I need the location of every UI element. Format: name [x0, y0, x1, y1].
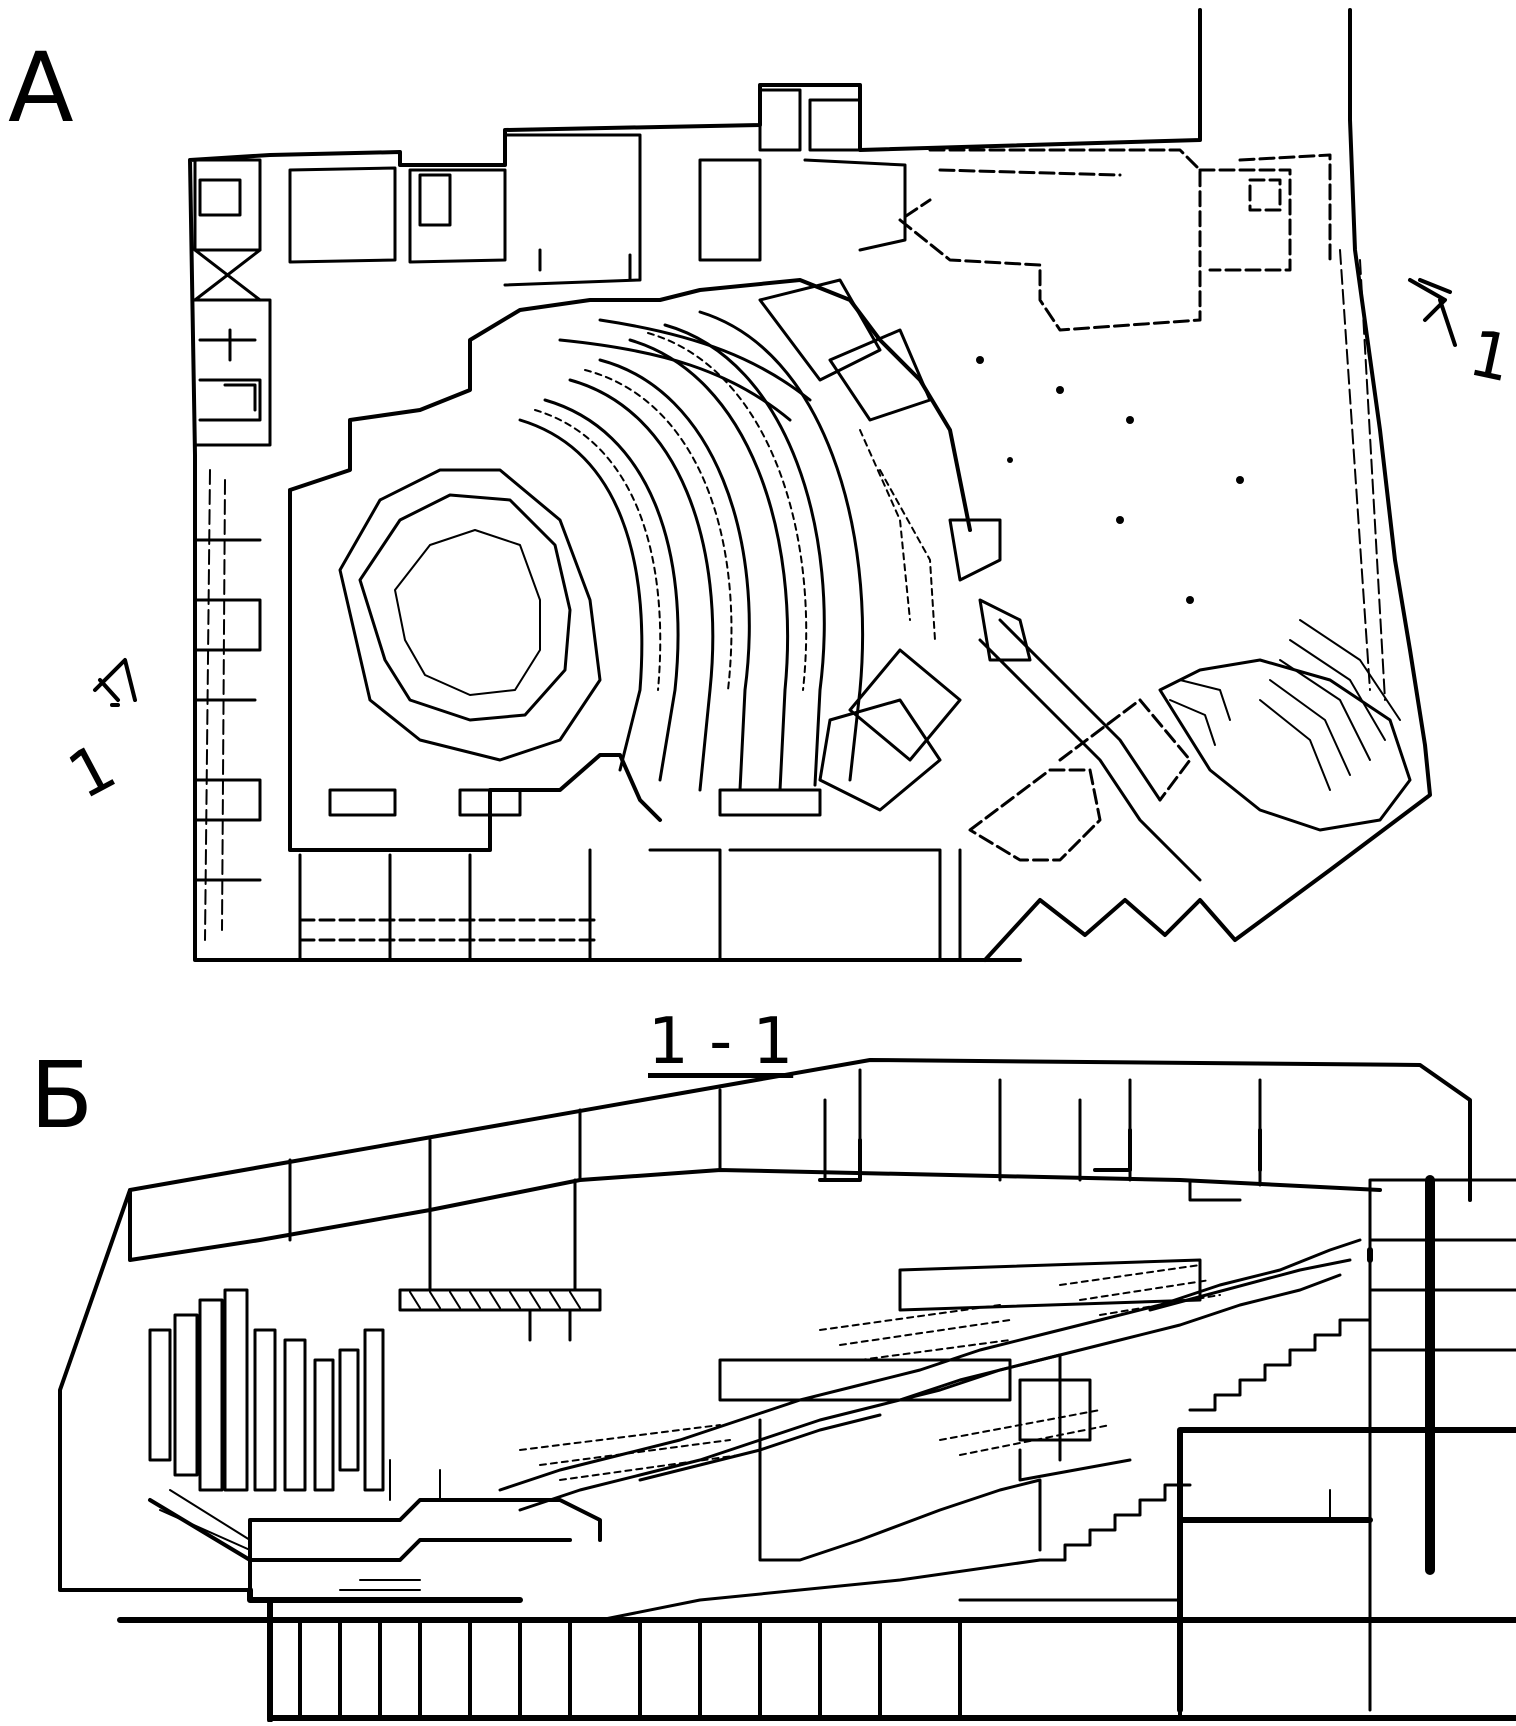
plan-seating-rows-minor: [534, 332, 936, 691]
section-lighting-bridge-detail: [409, 1291, 581, 1309]
section-rear-stairs: [1038, 1318, 1372, 1562]
plan-rooms-left: [193, 298, 272, 882]
plan-hall-wall: [288, 278, 972, 852]
panel-b-label: Б: [30, 1042, 94, 1149]
section-basement-slope: [598, 1558, 1182, 1622]
plan-second-hall-rows: [1169, 619, 1401, 791]
plan-diagonal-corridor: [978, 618, 1202, 882]
plan-stage-inner: [394, 529, 541, 696]
section-drawing: [58, 1058, 1516, 1723]
plan-stage: [338, 468, 602, 762]
plan-outer-wall: [188, 8, 1432, 962]
section-lighting-bridge: [398, 1178, 602, 1342]
plan-lobby-columns: [976, 356, 1244, 604]
section-balcony-rows: [519, 1264, 1221, 1481]
section-foundation-misc: [339, 1489, 1331, 1591]
plan-rooms-bottom: [298, 788, 962, 962]
section-basement-cells: [298, 1618, 1182, 1720]
section-rear-frame: [1177, 1247, 1516, 1713]
plan-rooms-top-center: [503, 88, 907, 287]
panel-a-label: А: [8, 32, 74, 144]
section-balcony-upper: [718, 1258, 1202, 1482]
plan-side-boxes-right: [758, 278, 1032, 812]
section-rear-floors: [1368, 1178, 1516, 1712]
floor-plan: [93, 8, 1457, 962]
section-stage-floor-detail: [159, 1459, 441, 1551]
plan-rooms-top-right: [898, 148, 1332, 332]
plan-rooms-top-left: [193, 158, 507, 302]
plan-second-hall: [1158, 658, 1412, 832]
section-cut-arrow-icon: [93, 278, 1457, 707]
section-roof-hooks: [818, 1128, 1262, 1182]
section-title: 1 - 1: [648, 1005, 794, 1079]
section-fly-battens: [148, 1288, 385, 1492]
plan-seating-rows: [518, 310, 864, 792]
plan-bottom-corridor: [298, 698, 1192, 942]
section-stage-floor: [118, 1498, 602, 1592]
plan-outer-wall-detail: [204, 249, 1386, 941]
section-roof-trusses: [288, 1068, 1262, 1242]
